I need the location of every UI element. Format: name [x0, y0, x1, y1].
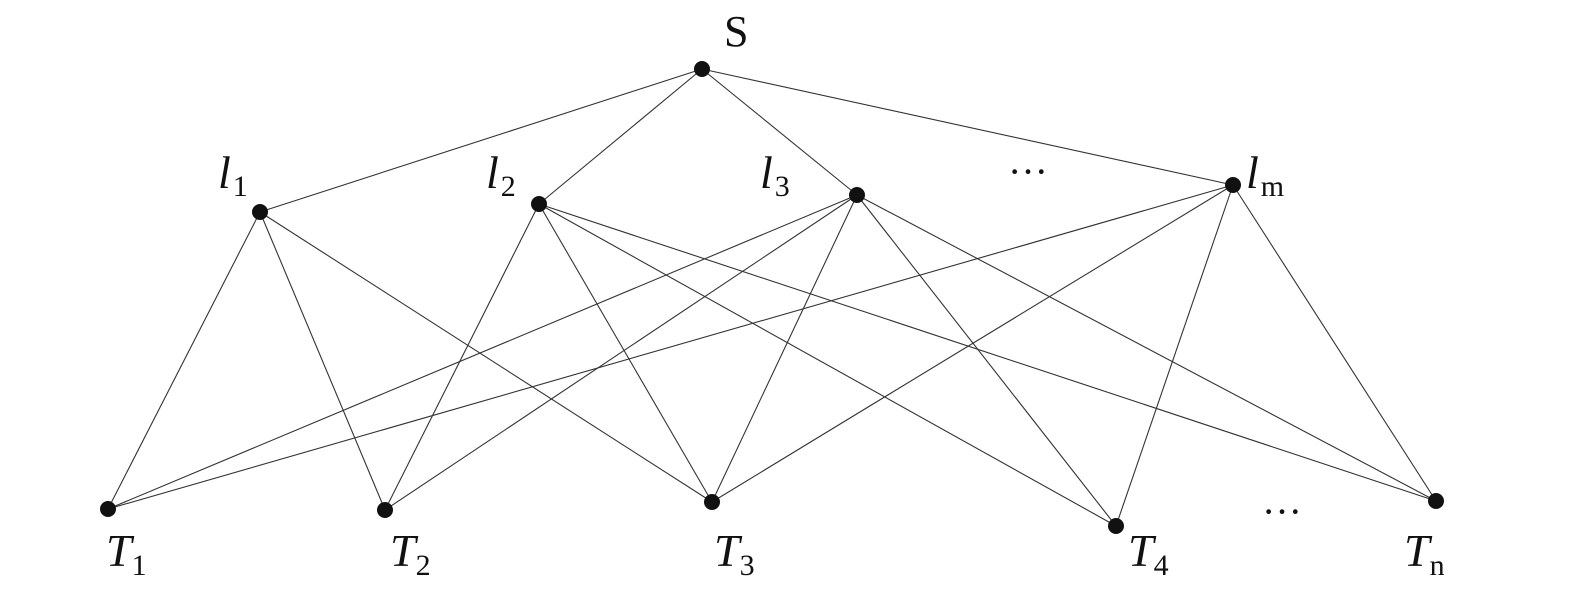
middle-node-label-l2: l2 [486, 147, 516, 203]
edge-l1-T1 [107, 211, 261, 510]
leaf-node-label-T2: T2 [390, 525, 431, 582]
leaf-node-label-T4: T4 [1128, 525, 1169, 582]
leaf-ellipsis: ··· [1262, 489, 1302, 534]
edge-l3-T3 [711, 194, 858, 503]
node-T2 [377, 502, 393, 518]
edge-l1-T3 [259, 211, 713, 503]
leaf-node-label-T3: T3 [714, 525, 755, 582]
edge-lm-T3 [711, 184, 1234, 503]
edge-S-l2 [538, 68, 703, 205]
edge-l2-T2 [384, 203, 540, 511]
middle-node-label-lm: lm [1246, 147, 1284, 203]
edge-l3-T4 [856, 194, 1117, 527]
node-T1 [100, 501, 116, 517]
edge-l2-T4 [538, 203, 1117, 527]
nodes-layer [100, 61, 1444, 534]
edge-l3-T2 [384, 194, 858, 511]
edge-lm-T4 [1115, 184, 1234, 527]
labels-layer: S l1 l2 l3 ··· lm T1 T2 T3 T4 ··· Tn [106, 7, 1445, 582]
leaf-node-label-Tn: Tn [1404, 525, 1445, 582]
node-l1 [252, 204, 268, 220]
middle-ellipsis: ··· [1008, 149, 1048, 194]
edge-S-l3 [701, 68, 858, 196]
edge-l3-T1 [107, 194, 858, 510]
node-l3 [849, 187, 865, 203]
edge-S-lm [701, 68, 1234, 186]
edge-l1-T2 [259, 211, 386, 511]
node-Tn [1428, 493, 1444, 509]
leaf-node-label-T1: T1 [106, 525, 147, 582]
node-lm [1225, 177, 1241, 193]
node-S [694, 61, 710, 77]
edge-l2-T3 [538, 203, 713, 503]
node-l2 [531, 196, 547, 212]
edge-l3-Tn [856, 194, 1437, 502]
edge-l2-Tn [538, 203, 1437, 502]
edges-layer [107, 68, 1437, 527]
node-T4 [1108, 518, 1124, 534]
edge-S-l1 [259, 68, 703, 213]
root-label: S [724, 7, 748, 56]
middle-node-label-l1: l1 [218, 147, 248, 203]
node-T3 [704, 494, 720, 510]
edge-lm-T1 [107, 184, 1234, 510]
middle-node-label-l3: l3 [760, 147, 790, 203]
edge-lm-Tn [1232, 184, 1437, 502]
